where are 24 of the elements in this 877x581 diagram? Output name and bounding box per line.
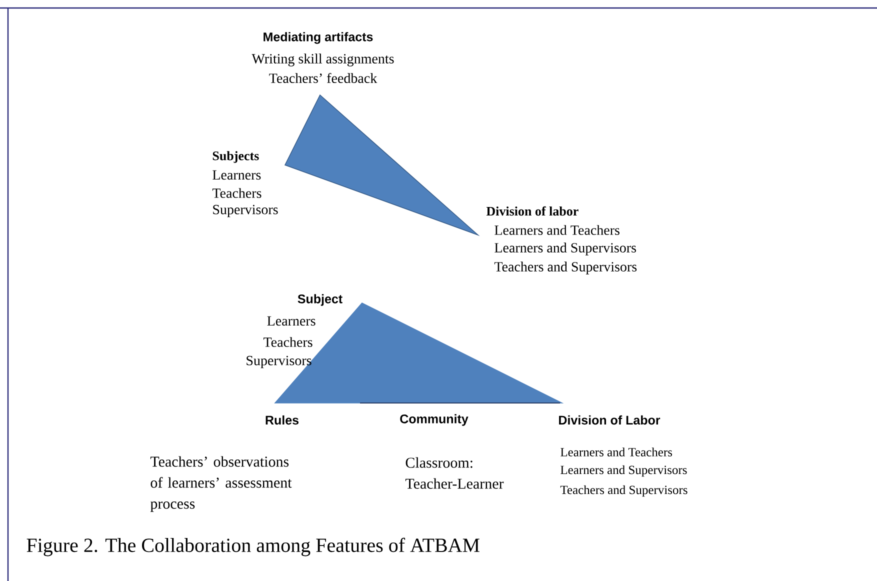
vertex-item: Teachers <box>264 337 312 347</box>
vertex-heading: Mediating artifacts <box>264 32 373 44</box>
vertex-item: Teachers <box>212 188 262 198</box>
vertex-heading: Rules <box>266 415 299 425</box>
vertex-item: Supervisors <box>213 204 278 218</box>
vertex-heading: Community <box>400 414 468 426</box>
vertex-item: Learners <box>267 316 316 326</box>
vertex-item: Learners and Teachers <box>560 448 672 456</box>
vertex-heading: Subject <box>298 294 342 306</box>
vertex-item: Teachers’ feedback <box>269 73 378 83</box>
vertex-item: Teachers and Supervisors <box>494 262 637 274</box>
vertex-item: Learners and Teachers <box>494 225 620 235</box>
vertex-item: Supervisors <box>246 356 312 368</box>
vertex-item: Learners and Supervisors <box>560 465 687 477</box>
vertex-item: Learners <box>212 170 261 180</box>
vertex-note: Classroom: Teacher-Learner <box>405 457 504 489</box>
vertex-heading: Division of Labor <box>559 415 660 425</box>
vertex-note: Teachers’ observations of learners’ assessment process <box>150 456 292 512</box>
vertex-item: Teachers and Supervisors <box>560 485 688 497</box>
vertex-item: Learners and Supervisors <box>494 242 636 256</box>
vertex-heading: Division of labor <box>486 206 578 216</box>
vertex-item: Writing skill assignments <box>252 54 394 66</box>
figure-caption: Figure 2. The Collaboration among Features of ATBAM <box>26 538 480 556</box>
vertex-heading: Subjects <box>212 151 259 163</box>
